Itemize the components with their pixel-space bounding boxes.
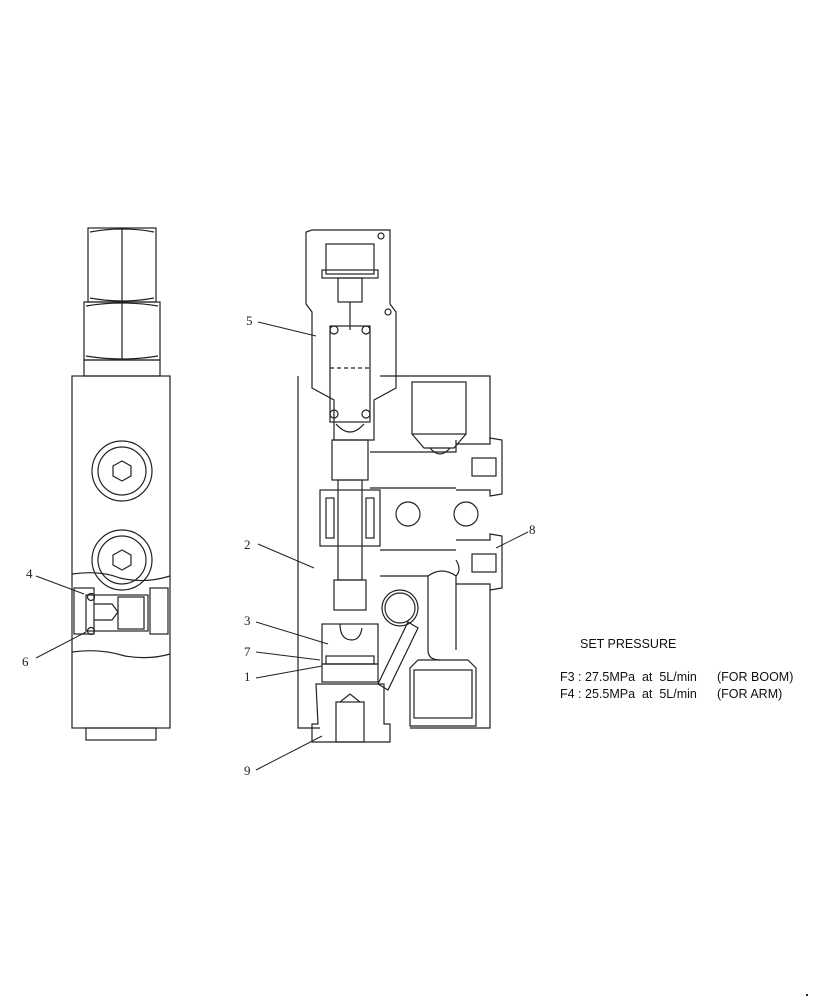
block-left-edge <box>297 376 320 729</box>
callout-5: 5 <box>246 313 253 328</box>
upper-bolt <box>91 440 153 502</box>
f4-use: (FOR ARM) <box>717 687 783 701</box>
side-port <box>73 587 169 636</box>
callout-6: 6 <box>22 654 29 669</box>
bottom-plug <box>311 683 391 743</box>
lower-cartridge <box>321 623 379 683</box>
callout-9: 9 <box>244 763 251 778</box>
side-view <box>71 227 171 741</box>
side-bottom-cap <box>85 727 157 741</box>
callout-4: 4 <box>26 566 33 581</box>
corner-mark <box>806 994 808 996</box>
callout-3: 3 <box>244 613 251 628</box>
lower-right-port <box>409 659 477 727</box>
f4-spec: F4 : 25.5MPa at 5L/min <box>560 687 697 701</box>
right-plug-upper <box>456 437 503 497</box>
valve-stem <box>319 439 381 611</box>
right-plug-lower <box>456 533 503 591</box>
lower-bolt <box>91 529 153 591</box>
block-right-edge <box>380 375 491 729</box>
lower-hex-nut <box>83 301 161 377</box>
upper-right-port <box>411 381 467 455</box>
callout-1: 1 <box>244 669 251 684</box>
side-body <box>71 375 171 729</box>
check-ball <box>377 589 419 691</box>
passages <box>370 440 479 661</box>
upper-hex-nut <box>87 227 157 303</box>
callout-2: 2 <box>244 537 251 552</box>
cartridge-cap <box>305 229 397 441</box>
leader-lines <box>35 321 529 771</box>
section-view <box>35 229 529 771</box>
callout-8: 8 <box>529 522 536 537</box>
f3-spec: F3 : 27.5MPa at 5L/min <box>560 670 697 684</box>
set-pressure-title: SET PRESSURE <box>580 637 677 651</box>
f3-use: (FOR BOOM) <box>717 670 794 684</box>
callout-7: 7 <box>244 644 251 659</box>
